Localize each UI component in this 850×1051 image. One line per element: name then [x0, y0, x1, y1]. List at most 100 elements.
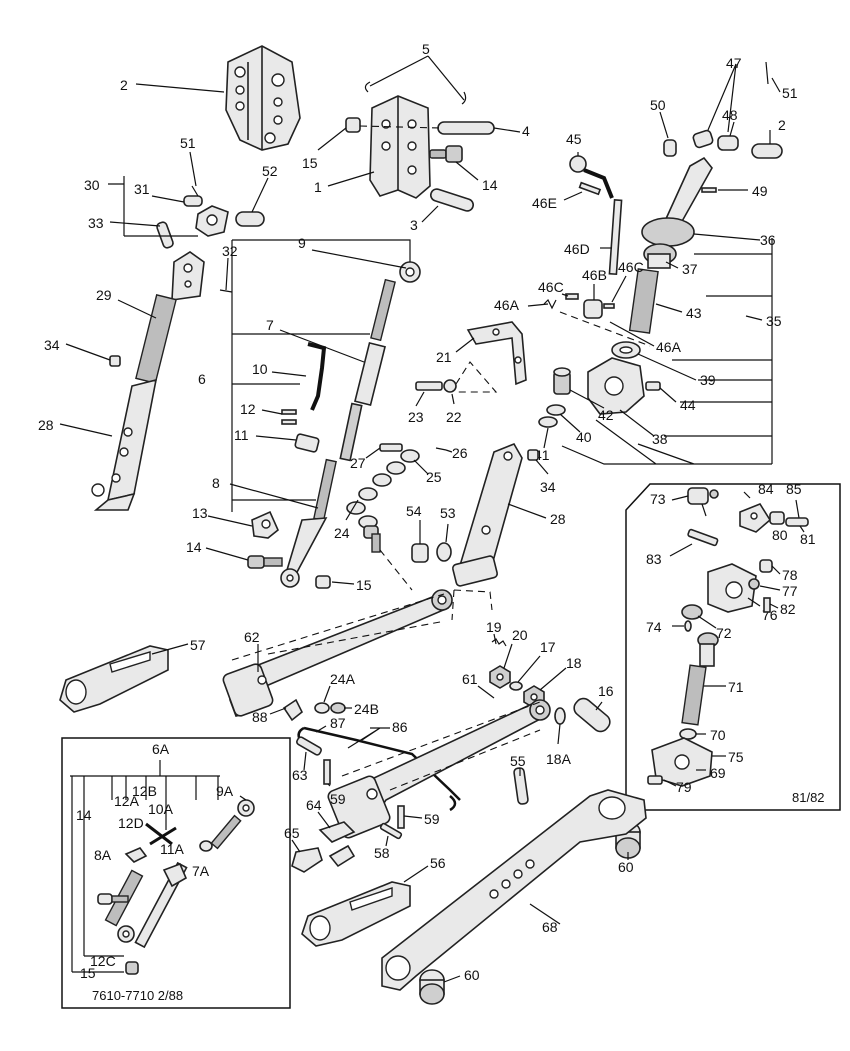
- pin: [513, 767, 529, 805]
- grease-fitting: [109, 355, 121, 367]
- grease-fitting: [527, 449, 539, 461]
- label-42: 42: [598, 407, 614, 423]
- label-78: 78: [782, 567, 798, 583]
- label-43: 43: [686, 305, 702, 321]
- label-86: 86: [392, 719, 408, 735]
- clevis: [739, 503, 772, 533]
- screw: [763, 597, 771, 613]
- label-11: 11: [234, 427, 249, 443]
- label-68: 68: [542, 919, 558, 935]
- label-85: 85: [786, 481, 802, 497]
- label-64: 64: [306, 797, 322, 813]
- label-48: 48: [722, 107, 738, 123]
- label-52: 52: [262, 163, 278, 179]
- pin: [281, 409, 297, 415]
- clevis: [195, 205, 229, 237]
- cotter-pin: [191, 185, 199, 197]
- label-72: 72: [716, 625, 732, 641]
- label-57: 57: [190, 637, 206, 653]
- label-84: 84: [758, 481, 774, 497]
- check-chain: [346, 449, 420, 553]
- pin: [437, 121, 495, 135]
- label-10A: 10A: [148, 801, 174, 817]
- nut: [443, 379, 457, 393]
- label-7A: 7A: [192, 863, 210, 879]
- label-26: 26: [452, 445, 468, 461]
- label-4: 4: [522, 123, 530, 139]
- label-46C: 46C: [618, 259, 644, 275]
- label-2: 2: [778, 117, 786, 133]
- label-11A: 11A: [160, 841, 185, 857]
- label-7: 7: [266, 317, 274, 333]
- lock-handle: [307, 342, 327, 411]
- threaded-shaft: [681, 632, 719, 726]
- label-55: 55: [510, 753, 526, 769]
- nut: [748, 578, 760, 590]
- spring-pin: [543, 298, 557, 310]
- label-18A: 18A: [546, 751, 572, 767]
- clevis: [692, 129, 714, 149]
- label-74: 74: [646, 619, 662, 635]
- control-handle: [641, 156, 713, 247]
- label-37: 37: [682, 261, 698, 277]
- bushing: [411, 543, 429, 563]
- label-60: 60: [464, 967, 480, 983]
- pin: [687, 528, 719, 547]
- label-47: 47: [726, 55, 742, 71]
- label-34: 34: [540, 479, 556, 495]
- nut: [489, 665, 511, 689]
- roll-pin: [701, 187, 717, 193]
- label-59: 59: [330, 791, 346, 807]
- gear: [643, 243, 677, 269]
- label-46B: 46B: [582, 267, 607, 283]
- label-51: 51: [782, 85, 798, 101]
- label-63: 63: [292, 767, 308, 783]
- bolt: [379, 443, 403, 452]
- pin: [323, 759, 331, 785]
- pin: [281, 419, 297, 425]
- lower-link-long: [381, 789, 647, 991]
- label-19: 19: [486, 619, 502, 635]
- label-61: 61: [462, 671, 478, 687]
- pin: [156, 221, 174, 249]
- label-15: 15: [356, 577, 372, 593]
- label-8: 8: [212, 475, 220, 491]
- label-75: 75: [728, 749, 744, 765]
- pin: [435, 447, 447, 451]
- label-1: 1: [314, 179, 322, 195]
- retaining-clip: [364, 81, 371, 93]
- inset-frame-left: [61, 737, 291, 1009]
- pin: [603, 303, 615, 309]
- washer: [679, 728, 697, 740]
- label-60: 60: [618, 859, 634, 875]
- screw: [647, 775, 663, 785]
- latch: [318, 821, 356, 843]
- label-58: 58: [374, 845, 390, 861]
- label-12A: 12A: [114, 793, 140, 809]
- label-38: 38: [652, 431, 668, 447]
- center-bracket: [369, 95, 431, 199]
- label-2: 2: [120, 77, 128, 93]
- bolt: [415, 381, 443, 391]
- label-82: 82: [780, 601, 796, 617]
- top-link-rod: [280, 261, 421, 588]
- label-25: 25: [426, 469, 442, 485]
- telescopic-link-assembly: [97, 799, 255, 975]
- inset-year-caption: 81/82: [792, 790, 825, 805]
- label-15: 15: [302, 155, 318, 171]
- label-71: 71: [728, 679, 744, 695]
- spacer: [345, 117, 361, 133]
- label-9A: 9A: [216, 783, 234, 799]
- label-29: 29: [96, 287, 112, 303]
- label-45: 45: [566, 131, 582, 147]
- label-51: 51: [180, 135, 196, 151]
- label-36: 36: [760, 232, 776, 248]
- stabilizer-plate: [301, 881, 411, 947]
- label-73: 73: [650, 491, 666, 507]
- label-33: 33: [88, 215, 104, 231]
- label-13: 13: [192, 505, 208, 521]
- label-35: 35: [766, 313, 782, 329]
- pin: [379, 822, 403, 840]
- label-24: 24: [334, 525, 350, 541]
- clevis-block: [583, 299, 603, 319]
